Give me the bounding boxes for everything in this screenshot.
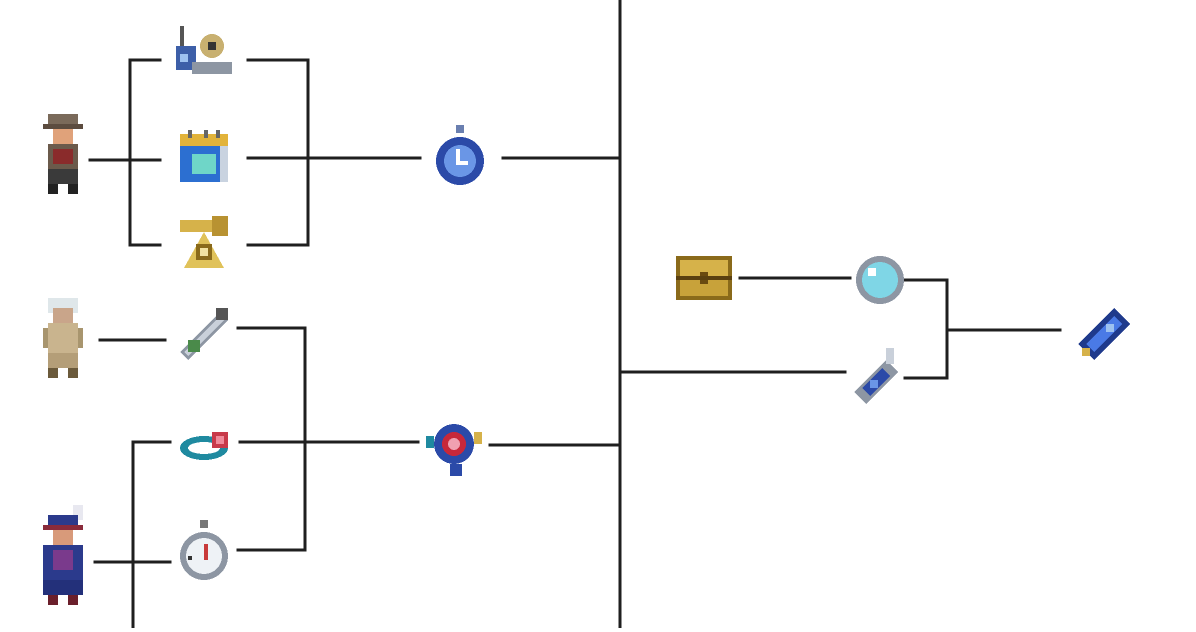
metal-detector-gadget-icon[interactable] (172, 22, 236, 86)
flip-phone-icon[interactable] (842, 344, 906, 408)
npc-white-haired-elder-icon[interactable] (38, 298, 88, 378)
red-blue-orb-gadget-icon[interactable] (422, 412, 486, 476)
round-mirror-icon[interactable] (848, 248, 912, 312)
metal-rod-icon[interactable] (172, 300, 236, 364)
blue-phone-icon[interactable] (1070, 300, 1134, 364)
silver-stopwatch-icon[interactable] (172, 520, 236, 584)
teal-ring-icon[interactable] (172, 412, 236, 476)
npc-wizard-with-feathered-hat-icon[interactable] (38, 505, 88, 605)
npc-man-with-hat-icon[interactable] (38, 114, 88, 194)
golden-chest-icon[interactable] (672, 244, 736, 308)
blue-pocket-watch-icon[interactable] (428, 125, 492, 189)
golden-sextant-icon[interactable] (172, 212, 236, 276)
blue-calendar-icon[interactable] (172, 126, 236, 190)
